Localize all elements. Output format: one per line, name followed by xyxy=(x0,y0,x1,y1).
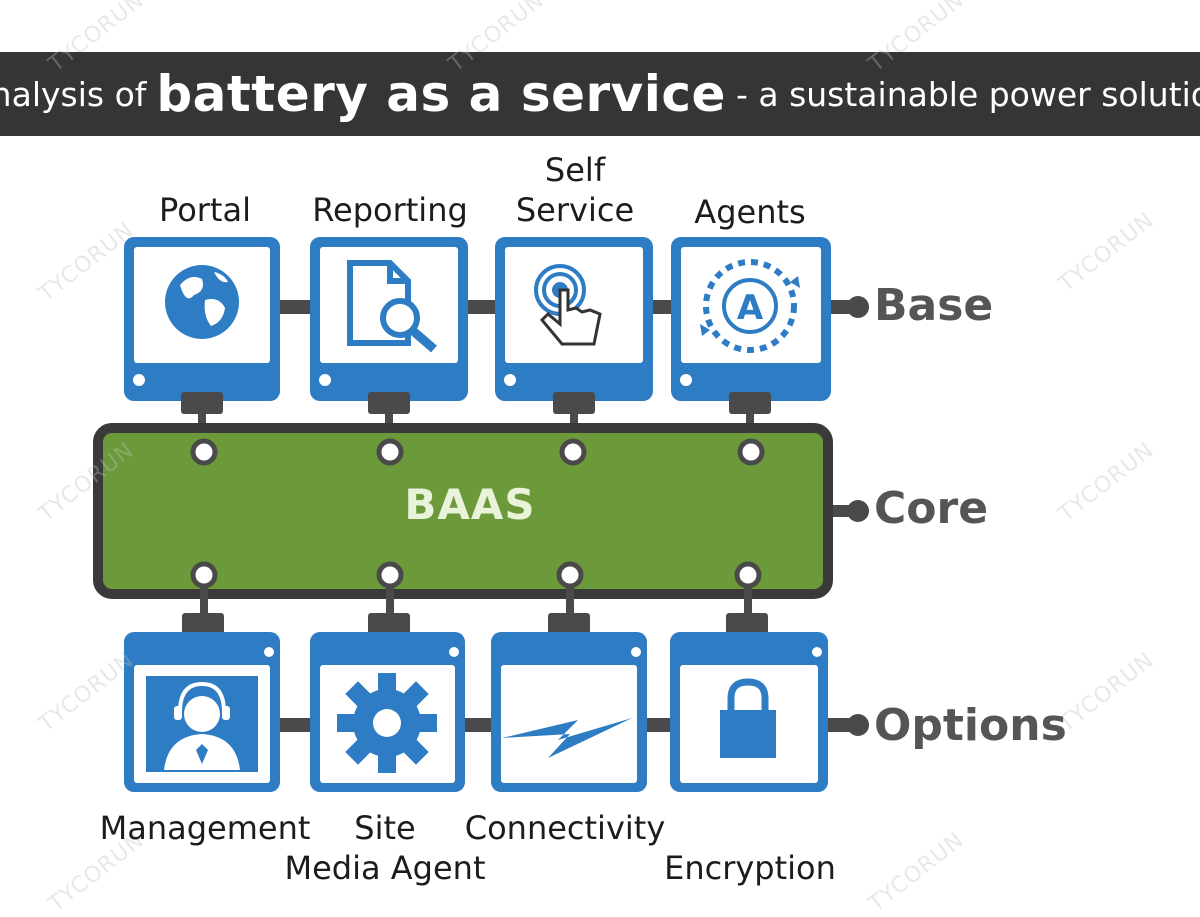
core-label: BAAS xyxy=(404,480,536,529)
svg-text:A: A xyxy=(737,288,764,328)
title-banner: Analysis of battery as a service - a sus… xyxy=(0,52,1200,136)
lock-icon xyxy=(720,678,776,758)
module-management xyxy=(124,632,280,792)
module-agents: A xyxy=(671,237,831,401)
document-search-icon xyxy=(347,260,437,353)
module-connectivity xyxy=(491,632,647,792)
title-highlight: battery as a service xyxy=(156,65,726,123)
agent-cycle-icon: A xyxy=(700,259,800,353)
label-agents: Agents xyxy=(694,193,806,231)
touch-icon xyxy=(534,264,602,346)
label-portal: Portal xyxy=(159,191,251,229)
title-suffix: - a sustainable power solution xyxy=(735,74,1200,114)
lightning-icon xyxy=(502,718,632,758)
tier-core: Core xyxy=(874,483,989,534)
core-box xyxy=(93,423,833,599)
tier-options: Options xyxy=(874,700,1067,751)
label-media-agent: Media Agent xyxy=(284,849,486,887)
tier-base: Base xyxy=(874,280,994,331)
label-encryption: Encryption xyxy=(664,849,836,887)
label-connectivity: Connectivity xyxy=(464,809,666,847)
base-link-bar xyxy=(280,296,869,318)
module-site-media-agent xyxy=(310,632,465,792)
label-reporting: Reporting xyxy=(312,191,468,229)
label-management: Management xyxy=(99,809,311,847)
title-prefix: Analysis of xyxy=(0,74,147,114)
headset-user-icon xyxy=(164,681,240,770)
label-self: Self xyxy=(544,151,606,189)
module-reporting xyxy=(310,237,468,401)
gear-icon xyxy=(337,673,437,773)
label-service: Service xyxy=(515,191,635,229)
module-encryption xyxy=(670,632,828,792)
globe-icon xyxy=(165,265,239,339)
label-site: Site xyxy=(354,809,416,847)
options-link-bar xyxy=(280,714,869,736)
module-self-service xyxy=(495,237,653,401)
module-portal xyxy=(124,237,280,401)
